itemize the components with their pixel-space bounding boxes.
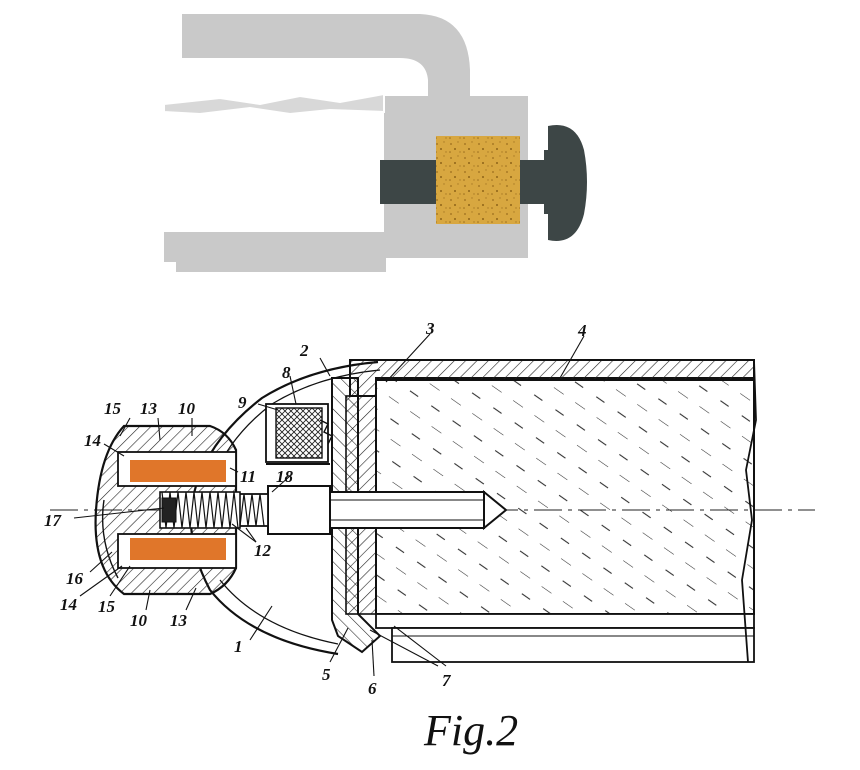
figure-caption: Fig.2 (423, 706, 518, 755)
leader-lines (73, 333, 585, 677)
top-curved-arm (182, 14, 470, 112)
magnet-ring-lower (130, 538, 226, 560)
label-12: 12 (254, 541, 272, 560)
spindle-end (161, 497, 177, 523)
label-14-lower: 14 (60, 595, 77, 614)
label-10-upper: 10 (178, 399, 196, 418)
label-13-upper: 13 (140, 399, 158, 418)
label-18: 18 (276, 467, 294, 486)
top-illustration (163, 14, 587, 272)
part-8-seal (319, 419, 333, 445)
magnet-ring-upper (130, 460, 226, 482)
label-8: 8 (282, 363, 291, 382)
screw-tip (483, 489, 508, 531)
label-15-lower: 15 (98, 597, 116, 616)
top-cap-stem (544, 150, 558, 214)
screw-hex (267, 485, 331, 535)
label-2: 2 (299, 341, 309, 360)
part-labels: 1 2 3 4 5 6 7 8 9 10 10 11 12 13 13 14 1… (44, 319, 587, 698)
label-5: 5 (322, 665, 331, 684)
label-14-upper: 14 (84, 431, 101, 450)
label-9: 9 (238, 393, 247, 412)
bottom-wall-outer (391, 627, 755, 663)
label-13-lower: 13 (170, 611, 188, 630)
magnet-cap-outer (101, 499, 119, 579)
top-torn-edge (163, 92, 385, 116)
cut-edge (741, 359, 757, 663)
label-4: 4 (577, 321, 587, 340)
top-cork-block (436, 136, 520, 224)
outer-shell-inner-lower (219, 579, 339, 645)
label-6: 6 (368, 679, 377, 698)
patent-figure: 1 2 3 4 5 6 7 8 9 10 10 11 12 13 13 14 1… (44, 319, 815, 755)
label-7: 7 (442, 671, 452, 690)
label-1: 1 (234, 637, 243, 656)
top-bore (164, 110, 384, 232)
label-10-lower: 10 (130, 611, 148, 630)
label-3: 3 (425, 319, 435, 338)
label-15-upper: 15 (104, 399, 122, 418)
label-11: 11 (240, 467, 256, 486)
label-16: 16 (66, 569, 84, 588)
bottom-wall (375, 613, 755, 629)
label-17: 17 (44, 511, 63, 530)
part-9-core (275, 407, 323, 459)
